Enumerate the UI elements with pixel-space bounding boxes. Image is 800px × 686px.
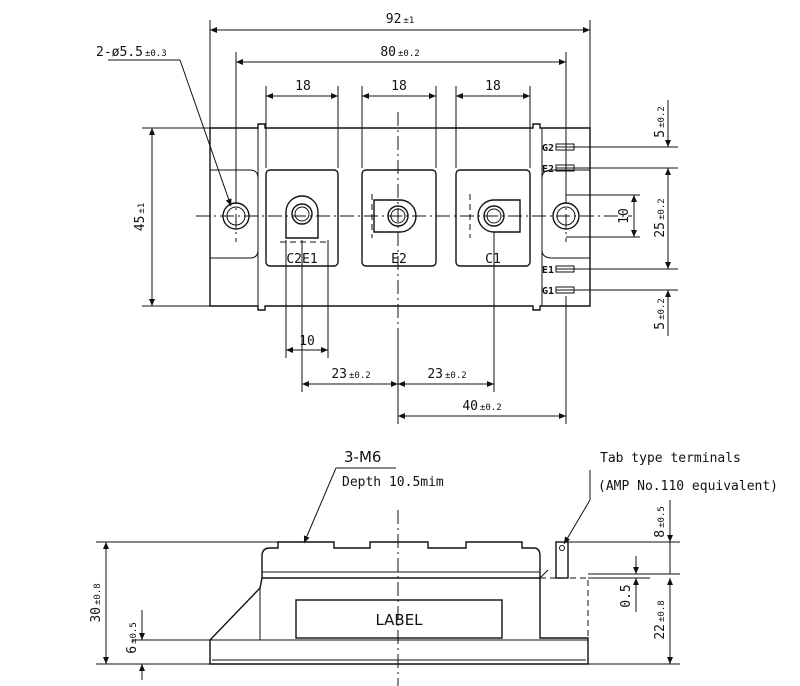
svg-text:G2: G2 xyxy=(542,143,554,154)
svg-text:10: 10 xyxy=(617,208,632,224)
svg-text:E2: E2 xyxy=(542,164,554,175)
dim-terminal-pitch: 23±0.2 23±0.2 xyxy=(301,232,495,392)
svg-text:18: 18 xyxy=(391,79,407,94)
terminal-pad-e2 xyxy=(361,169,437,267)
dim-tab-offset-top: 5±0.2 xyxy=(574,100,678,178)
note-tab-terminals: Tab type terminals (AMP No.110 equivalen… xyxy=(563,451,778,545)
terminal-label-c1: C1 xyxy=(485,252,501,267)
svg-text:Depth 10.5mim: Depth 10.5mim xyxy=(342,475,444,490)
svg-text:25±0.2: 25±0.2 xyxy=(653,198,668,237)
top-view: C2E1 E2 C1 G2 E2 E1 G1 92±1 xyxy=(96,12,678,424)
dim-base-height: 6±0.5 xyxy=(125,610,210,680)
tab-terminal-side xyxy=(555,541,569,579)
terminal-pad-c1 xyxy=(455,169,531,267)
dim-center-height: 10 xyxy=(566,194,640,238)
dim-terminal-offset: 10 xyxy=(285,240,329,358)
dim-terminal-width-1: 18 xyxy=(265,79,339,168)
dim-terminal-width-2: 18 xyxy=(361,79,437,168)
terminal-label-e2: E2 xyxy=(391,252,407,267)
svg-text:92±1: 92±1 xyxy=(386,12,415,27)
dim-hole-spec: 2-ø5.5±0.3 xyxy=(96,45,232,207)
dim-height: 45±1 xyxy=(133,127,210,307)
svg-text:E1: E1 xyxy=(542,265,554,276)
svg-text:18: 18 xyxy=(485,79,501,94)
svg-text:Tab type terminals: Tab type terminals xyxy=(600,451,741,466)
svg-text:G1: G1 xyxy=(542,286,554,297)
svg-text:LABEL: LABEL xyxy=(375,611,423,629)
dim-terminal-width-3: 18 xyxy=(455,79,531,168)
tab-terminal-e1: E1 xyxy=(542,265,575,276)
tab-terminal-g2: G2 xyxy=(542,143,575,154)
svg-text:40±0.2: 40±0.2 xyxy=(462,399,501,414)
svg-text:80±0.2: 80±0.2 xyxy=(380,45,419,60)
svg-text:5±0.2: 5±0.2 xyxy=(653,298,668,330)
svg-text:45±1: 45±1 xyxy=(133,203,148,232)
svg-text:10: 10 xyxy=(299,334,315,349)
svg-text:0.5: 0.5 xyxy=(619,584,634,607)
note-screw-spec: 3-M6 Depth 10.5mim xyxy=(303,448,444,544)
svg-text:23±0.2: 23±0.2 xyxy=(427,367,466,382)
dim-hole-pitch: 80±0.2 xyxy=(235,45,567,200)
dim-tab-spacing: 25±0.2 xyxy=(574,168,678,270)
label-box: LABEL xyxy=(295,599,503,639)
svg-text:5±0.2: 5±0.2 xyxy=(653,106,668,138)
dim-total-height: 30±0.8 xyxy=(89,541,280,665)
svg-text:23±0.2: 23±0.2 xyxy=(331,367,370,382)
svg-text:30±0.8: 30±0.8 xyxy=(89,583,104,622)
svg-text:2-ø5.5±0.3: 2-ø5.5±0.3 xyxy=(96,45,167,60)
svg-text:(AMP No.110 equivalent): (AMP No.110 equivalent) xyxy=(598,479,778,494)
svg-text:8±0.5: 8±0.5 xyxy=(653,506,668,538)
dim-tab-height: 8±0.5 xyxy=(568,500,680,575)
side-body-outline xyxy=(209,541,589,665)
dim-overall-width: 92±1 xyxy=(209,12,591,128)
svg-text:6±0.5: 6±0.5 xyxy=(125,622,140,654)
dim-tab-gap: 0.5 xyxy=(588,556,650,612)
svg-text:22±0.8: 22±0.8 xyxy=(653,600,668,639)
screw-hole-c2e1 xyxy=(280,195,326,243)
svg-text:3-M6: 3-M6 xyxy=(344,448,381,466)
side-view: LABEL 3-M6 Depth 10.5mim Tab type termin… xyxy=(89,448,778,686)
dim-tab-base-height: 22±0.8 xyxy=(588,578,680,665)
dim-tab-distance: 40±0.2 xyxy=(397,296,567,424)
module-body-outline xyxy=(209,123,591,311)
dim-tab-offset-bottom: 5±0.2 xyxy=(574,289,678,336)
tab-terminal-g1: G1 xyxy=(542,286,575,297)
svg-text:18: 18 xyxy=(295,79,311,94)
